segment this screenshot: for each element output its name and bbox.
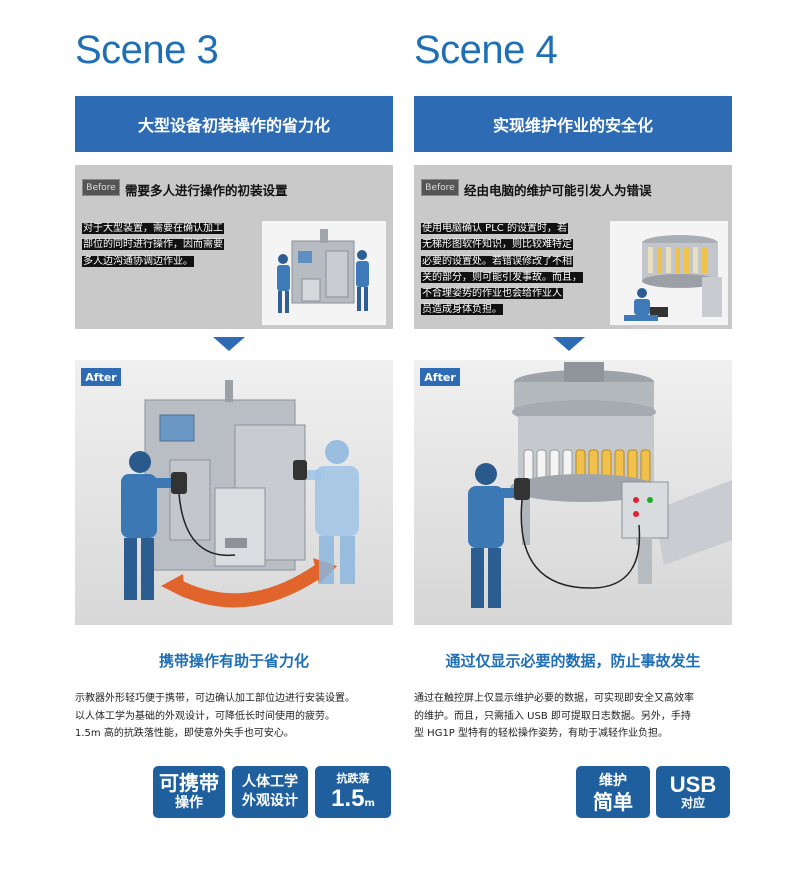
desc-line: 以人体工学为基础的外观设计，可降低长时间使用的疲劳。	[75, 710, 335, 722]
after-section: After	[414, 360, 732, 625]
desc-line: 通过在触控屏上仅显示维护必要的数据，可实现即安全又高效率	[414, 693, 694, 704]
badge-label: 维护	[599, 772, 627, 789]
before-heading: 经由电脑的维护可能引发人为错误	[464, 183, 652, 198]
scene-header-bar: 实现维护作业的安全化	[414, 96, 732, 152]
badge-number: 1.5	[331, 785, 365, 812]
before-line: 关的部分，则可能引发事故。而且，	[421, 271, 583, 283]
after-badge: After	[81, 368, 121, 386]
usb-support-badge: USB 对应	[656, 766, 730, 818]
badge-line: 人体工学	[242, 774, 298, 790]
bottle-row	[523, 449, 651, 483]
before-line: 对于大型装置，需要在确认加工	[82, 223, 224, 234]
before-illustration	[262, 221, 386, 325]
before-description: 对于大型装置，需要在确认加工 部位的同时进行操作，因而需要 多人边沟通协调边作业…	[82, 221, 257, 270]
drop-resistance-badge: 抗跌落 1.5m	[315, 766, 391, 818]
scene-title: Scene 4	[414, 28, 558, 72]
before-section: Before 需要多人进行操作的初装设置 对于大型装置，需要在确认加工 部位的同…	[75, 165, 393, 329]
before-line: 员造成身体负担。	[421, 304, 503, 316]
after-illustration	[75, 360, 393, 625]
desc-line: 的维护。而且，只需插入 USB 即可提取日志数据。另外，手持	[414, 710, 691, 722]
before-line: 使用电脑确认 PLC 的设置时，若	[421, 223, 568, 234]
benefit-description: 示教器外形轻巧便于携带，可边确认加工部位边进行安装设置。 以人体工学为基础的外观…	[75, 690, 395, 743]
badge-sub-text: 操作	[175, 794, 203, 811]
before-line: 部位的同时进行操作，因而需要	[82, 239, 224, 251]
benefit-title: 携带操作有助于省力化	[158, 652, 309, 670]
before-description: 使用电脑确认 PLC 的设置时，若 无梯形图软件知识，则比较难特定 必要的设置处…	[421, 221, 601, 319]
before-section: Before 经由电脑的维护可能引发人为错误 使用电脑确认 PLC 的设置时，若…	[414, 165, 732, 329]
desc-line: 示教器外形轻巧便于携带，可边确认加工部位边进行安装设置。	[75, 693, 355, 704]
badge-sub-text: 对应	[680, 796, 705, 810]
scene-title: Scene 3	[75, 28, 219, 72]
badge-unit: m	[364, 798, 375, 809]
scene-header-bar: 大型设备初装操作的省力化	[75, 96, 393, 152]
before-tag: Before	[82, 179, 120, 196]
easy-maintenance-badge: 维护 简单	[576, 766, 650, 818]
desc-line: 型 HG1P 型特有的轻松操作姿势，有助于减轻作业负担。	[414, 728, 669, 739]
after-badge: After	[420, 368, 460, 386]
desc-line: 1.5m 高的抗跌落性能，即使意外失手也可安心。	[75, 728, 294, 739]
badge-main-text: 简单	[593, 789, 633, 814]
arrow-down-icon	[213, 337, 245, 351]
badge-main-text: USB	[669, 772, 717, 797]
before-line: 多人边沟通协调边作业。	[82, 255, 194, 267]
before-line: 不合理姿势的作业也会给作业人	[421, 288, 563, 300]
before-line: 必要的设置处。若错误修改了不相	[421, 255, 573, 267]
badge-main-text: 可携带	[159, 770, 219, 795]
before-line: 无梯形图软件知识，则比较难特定	[421, 239, 573, 251]
ergonomic-badge: 人体工学 外观设计	[232, 766, 308, 818]
before-illustration	[610, 221, 728, 325]
portable-badge: 可携带 操作	[153, 766, 225, 818]
benefit-description: 通过在触控屏上仅显示维护必要的数据，可实现即安全又高效率 的维护。而且，只需插入…	[414, 690, 734, 743]
after-illustration	[414, 360, 732, 625]
benefit-title: 通过仅显示必要的数据，防止事故发生	[445, 652, 701, 670]
before-heading: 需要多人进行操作的初装设置	[125, 183, 288, 198]
before-tag: Before	[421, 179, 459, 196]
badge-label: 抗跌落	[336, 772, 370, 785]
badge-line: 外观设计	[242, 793, 298, 809]
arrow-down-icon	[553, 337, 585, 351]
after-section: After	[75, 360, 393, 625]
